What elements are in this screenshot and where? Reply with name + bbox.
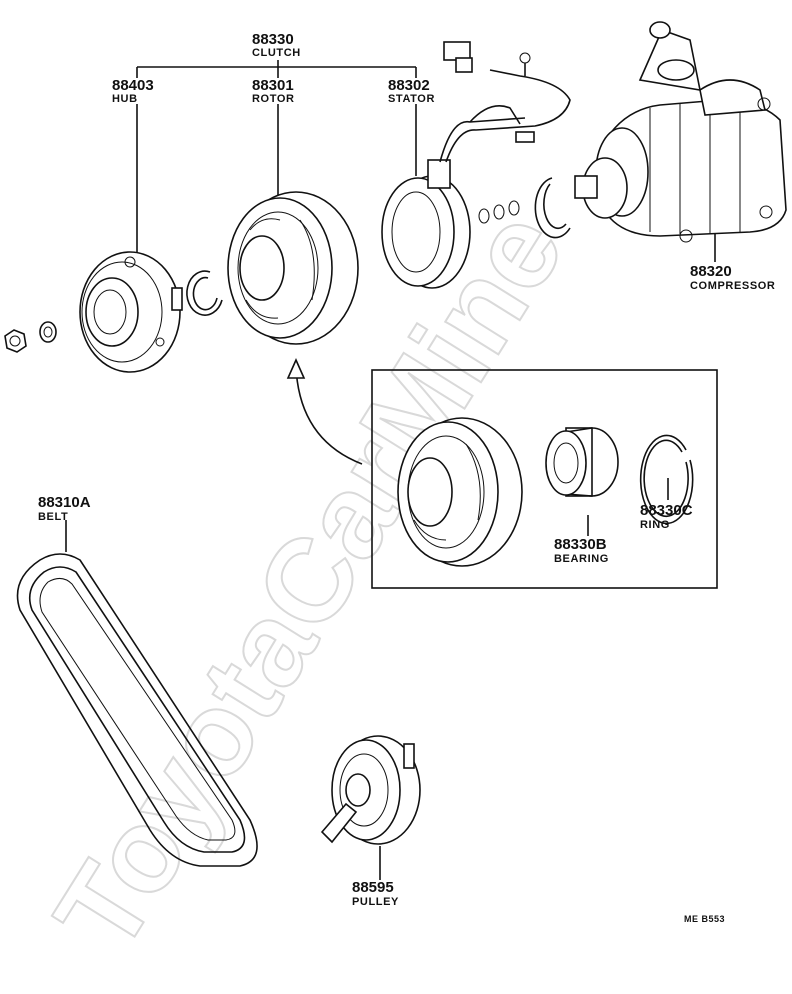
clutch-number: 88330 [252,31,294,48]
bearing-name: BEARING [554,553,609,565]
belt-part [16,553,258,867]
compressor-number: 88320 [690,263,732,280]
detail-arrow [286,358,363,465]
rotor-name: ROTOR [252,93,295,105]
bearing-number: 88330B [554,536,607,553]
detail-rotor [397,417,523,567]
rotor-part [227,191,359,345]
shims [478,200,520,224]
belt-number: 88310A [38,494,91,511]
pulley-part [320,735,421,845]
stator-part [381,159,471,289]
detail-box [371,369,718,589]
nut-and-washer [4,321,57,353]
hub-part [79,251,183,373]
snap-ring-compressor [534,177,571,239]
snap-ring-hub [186,270,223,316]
wire-harness [439,41,571,163]
detail-bearing [545,427,619,497]
pulley-number: 88595 [352,879,394,896]
part-labels: 88330 CLUTCH 88403 HUB 88301 ROTOR 88302… [38,31,775,924]
stator-name: STATOR [388,93,435,105]
stator-number: 88302 [388,77,430,94]
drawing-code: ME B553 [684,914,725,924]
belt-name: BELT [38,511,68,523]
clutch-name: CLUTCH [252,47,301,59]
hub-name: HUB [112,93,138,105]
ring-number: 88330C [640,502,693,519]
rotor-number: 88301 [252,77,294,94]
pulley-name: PULLEY [352,896,399,908]
detail-ring [639,434,694,525]
hub-number: 88403 [112,77,154,94]
compressor-part [574,21,787,243]
ring-name: RING [640,519,670,531]
compressor-name: COMPRESSOR [690,280,775,292]
